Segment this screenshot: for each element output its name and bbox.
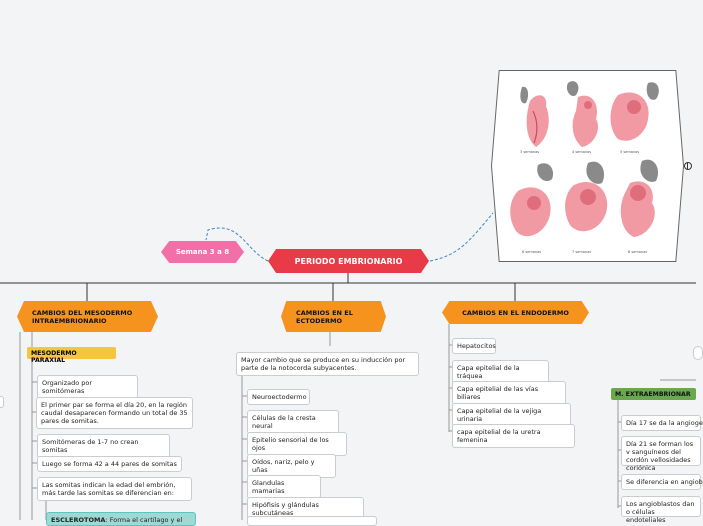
node-extra-2[interactable]: Día 21 se forman los v sanguíneos del co… [621, 436, 701, 472]
node-esclerotoma[interactable]: ESCLEROTOMA: Forma el cartílago y el [46, 512, 196, 526]
node-endo-1-label: Hepatocitos [457, 342, 496, 350]
node-endo-2[interactable]: Capa epitelial de la tráquea [452, 360, 549, 385]
node-ecto-1[interactable]: Neuroectodermo [247, 389, 310, 406]
embryo-8-weeks [620, 181, 655, 237]
node-endo-3[interactable]: Capa epitelial de las vías biliares [452, 381, 566, 406]
node-meso-3[interactable]: Somitómeras de 1-7 no crean somitas [37, 434, 170, 459]
node-meso-4[interactable]: Luego se forma 42 a 44 pares de somitas [37, 456, 182, 473]
embryo-stages-illustration: 3 semanas 4 semanas 5 semanas 6 semanas … [510, 81, 659, 254]
topic-ectodermo-label: CAMBIOS EN EL ECTODERMO [296, 308, 353, 325]
topic-mesodermo-label: CAMBIOS DEL MESODERMO INTRAEMBRIONARIO [32, 308, 133, 325]
node-meso-5-label: Las somitas indican la edad del embrión,… [42, 481, 176, 498]
node-meso-2-label: El primer par se forma el día 20, en la … [41, 401, 188, 426]
node-endo-3-label: Capa epitelial de las vías biliares [457, 385, 539, 402]
node-meso-4-label: Luego se forma 42 a 44 pares de somitas [42, 460, 177, 468]
node-endo-4-label: Capa epitelial de la vejiga urinaria [457, 407, 542, 424]
node-meso-2[interactable]: El primer par se forma el día 20, en la … [36, 397, 193, 430]
node-endo-5[interactable]: capa epitelial de la uretra femenina [452, 424, 575, 449]
topic-mesodermo[interactable]: CAMBIOS DEL MESODERMO INTRAEMBRIONARIO [17, 301, 158, 332]
offscreen-node-right[interactable] [693, 346, 703, 360]
node-ecto-2-label: Células de la cresta neural [252, 414, 316, 431]
embryo-6-weeks [510, 187, 551, 237]
node-extra-3[interactable]: Se diferencia en angiob [621, 474, 703, 491]
main-topic-label: PERIODO EMBRIONARIO [294, 256, 403, 266]
caption-3-weeks: 3 semanas [520, 150, 539, 154]
tag-mesodermo-paraxial[interactable]: MESODERMO PARAXIAL [27, 347, 116, 364]
node-ecto-intro-label: Mayor cambio que se produce en su inducc… [241, 356, 406, 373]
node-meso-3-label: Somitómeras de 1-7 no crean somitas [42, 438, 139, 455]
week-topic[interactable]: Semana 3 a 8 [161, 241, 244, 263]
globe-icon[interactable] [684, 162, 692, 170]
node-meso-1[interactable]: Organizado por somitómeras [37, 375, 138, 400]
caption-6-weeks: 6 semanas [522, 250, 541, 254]
node-ecto-3[interactable]: Epitelio sensorial de los ojos [247, 432, 347, 457]
node-ecto-5-label: Glandulas mamarias [252, 479, 285, 496]
node-extra-1[interactable]: Día 17 se da la angioge [621, 415, 703, 432]
caption-5-weeks: 5 semanas [620, 150, 639, 154]
node-extra-4[interactable]: Los angioblastos dan o células endotelia… [621, 496, 701, 524]
node-extra-1-label: Día 17 se da la angioge [626, 419, 703, 427]
embryo-3-weeks [526, 95, 549, 147]
offscreen-node-left[interactable] [0, 396, 4, 408]
topic-ectodermo[interactable]: CAMBIOS EN EL ECTODERMO [281, 301, 386, 332]
tag-mesodermo-paraxial-label: MESODERMO PARAXIAL [31, 350, 77, 364]
node-esclerotoma-label: ESCLEROTOMA [51, 516, 106, 524]
node-ecto-1-label: Neuroectodermo [252, 393, 307, 401]
embryo-5-weeks [610, 92, 649, 141]
node-endo-1[interactable]: Hepatocitos [452, 338, 496, 355]
tag-extraembrionario-label: M. EXTRAEMBRIONAR [615, 391, 691, 398]
caption-8-weeks: 8 semanas [628, 250, 647, 254]
node-endo-2-label: Capa epitelial de la tráquea [457, 364, 520, 381]
node-ecto-6-label: Hipófisis y glándulas subcutáneas [252, 501, 319, 518]
node-extra-2-label: Día 21 se forman los v sanguíneos del co… [626, 440, 694, 473]
node-endo-5-label: capa epitelial de la uretra femenina [457, 428, 541, 445]
topic-endodermo-label: CAMBIOS EN EL ENDODERMO [462, 308, 569, 317]
node-ecto-4-label: Oídos, nariz, pelo y uñas [252, 458, 315, 475]
node-meso-1-label: Organizado por somitómeras [42, 379, 93, 396]
embryo-4-weeks [572, 95, 599, 147]
node-ecto-intro[interactable]: Mayor cambio que se produce en su inducc… [236, 352, 419, 377]
main-topic[interactable]: PERIODO EMBRIONARIO [268, 249, 429, 273]
node-ecto-3-label: Epitelio sensorial de los ojos [252, 436, 329, 453]
node-extra-4-label: Los angioblastos dan o células endotelia… [626, 500, 695, 525]
embryo-image[interactable]: 3 semanas 4 semanas 5 semanas 6 semanas … [492, 71, 683, 261]
embryo-7-weeks [565, 181, 608, 232]
node-ecto-7[interactable] [247, 516, 377, 526]
tag-extraembrionario[interactable]: M. EXTRAEMBRIONAR [611, 388, 696, 400]
node-ecto-5[interactable]: Glandulas mamarias [247, 475, 321, 500]
node-ecto-2[interactable]: Células de la cresta neural [247, 410, 339, 435]
week-topic-label: Semana 3 a 8 [175, 248, 230, 256]
node-meso-5[interactable]: Las somitas indican la edad del embrión,… [37, 477, 192, 502]
caption-4-weeks: 4 semanas [572, 150, 591, 154]
topic-endodermo[interactable]: CAMBIOS EN EL ENDODERMO [442, 301, 589, 324]
node-esclerotoma-text: : Forma el cartílago y el [105, 516, 183, 524]
node-extra-3-label: Se diferencia en angiob [626, 478, 703, 486]
caption-7-weeks: 7 semanas [572, 250, 591, 254]
